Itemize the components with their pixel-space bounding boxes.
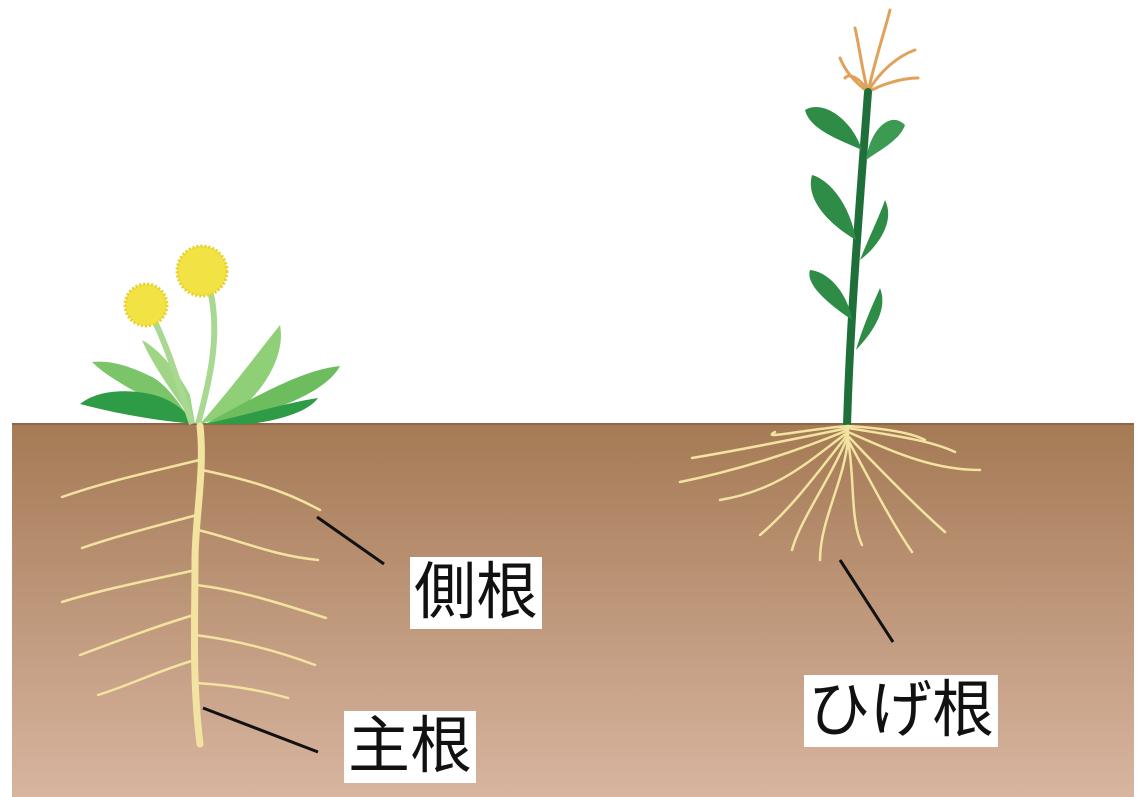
corn-leaf: [809, 270, 852, 320]
corn-leaf: [805, 106, 862, 150]
corn-leaf: [860, 200, 889, 260]
leader-line-taproot: [202, 706, 319, 754]
fibrous-root: [846, 438, 864, 547]
fibrous-root: [770, 424, 850, 437]
corn-plant: [678, 8, 982, 562]
lateral-root: [196, 528, 320, 562]
lateral-root: [78, 613, 196, 657]
fibrous-root: [846, 430, 982, 472]
corn-stem: [843, 88, 872, 430]
label-lateral-root: 側根: [410, 557, 543, 629]
lateral-root: [194, 681, 290, 700]
fibrous-roots: [678, 424, 982, 562]
corn-tassel: [838, 8, 920, 94]
lateral-roots: [60, 458, 328, 700]
fibrous-root: [678, 428, 850, 484]
dandelion-leaf-back: [142, 340, 195, 424]
dandelion-leaf-left-dark: [80, 391, 195, 424]
taproot: [190, 422, 205, 748]
fibrous-root: [718, 430, 850, 502]
fibrous-root: [846, 424, 927, 442]
corn-leaf: [866, 119, 905, 160]
lateral-root: [200, 468, 322, 512]
lateral-root: [193, 633, 317, 667]
dandelion-leaf-right-light: [200, 325, 281, 424]
lateral-root: [60, 458, 201, 499]
fibrous-root: [690, 426, 850, 460]
dandelion-leaf-right-mid: [205, 366, 340, 424]
label-fibrous-root: ひげ根: [804, 675, 999, 747]
leader-line-fibrous-root: [838, 559, 895, 643]
lateral-root: [80, 513, 199, 550]
fibrous-root: [758, 432, 850, 537]
fibrous-root: [818, 436, 850, 562]
fibrous-root: [846, 434, 947, 534]
lateral-root: [96, 658, 197, 697]
label-taproot: 主根: [344, 711, 477, 783]
leader-line-lateral-root: [316, 515, 385, 566]
dandelion-stem-left: [147, 310, 195, 425]
dandelion-flower-small: [123, 282, 169, 328]
fibrous-root: [846, 438, 914, 554]
corn-leaf: [856, 288, 883, 350]
dandelion-flower-large: [175, 244, 229, 298]
lateral-root: [194, 583, 328, 620]
corn-leaf: [810, 175, 856, 240]
dandelion-plant: [60, 244, 340, 748]
dandelion-stem-right: [195, 281, 218, 425]
dandelion-leaf-right-dark: [205, 398, 318, 424]
lateral-root: [60, 568, 198, 604]
fibrous-root: [846, 426, 957, 454]
fibrous-root: [790, 434, 850, 552]
